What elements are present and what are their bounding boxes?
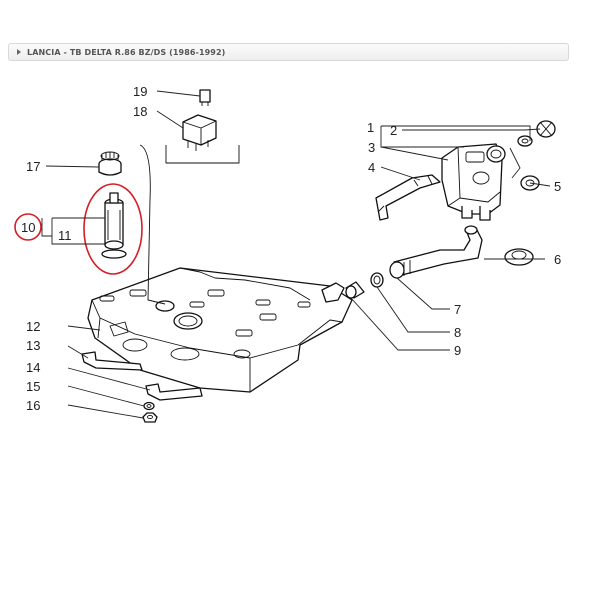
breadcrumb-title[interactable]: LANCIA - TB DELTA R.86 BZ/DS (1986-1992) (27, 47, 226, 57)
callout-19[interactable]: 19 (133, 84, 147, 99)
callout-5[interactable]: 5 (554, 179, 561, 194)
callout-4[interactable]: 4 (368, 160, 375, 175)
callout-18[interactable]: 18 (133, 104, 147, 119)
fuel-tank[interactable] (87, 267, 353, 393)
callout-2[interactable]: 2 (390, 123, 397, 138)
breadcrumb: LANCIA - TB DELTA R.86 BZ/DS (1986-1992) (8, 43, 569, 61)
callout-12[interactable]: 12 (26, 319, 40, 334)
fuel-pump-11[interactable] (101, 192, 127, 259)
nut-16[interactable] (142, 412, 158, 423)
callout-9[interactable]: 9 (454, 343, 461, 358)
grommet-6[interactable] (504, 248, 534, 266)
filler-hose-7[interactable] (389, 225, 483, 279)
pump-ring-nut-17[interactable] (98, 151, 122, 176)
callout-10[interactable]: 10 (21, 220, 35, 235)
leader-lines (41, 90, 551, 419)
hose-clamp-8[interactable] (370, 272, 384, 288)
callout-1[interactable]: 1 (367, 120, 374, 135)
callout-3[interactable]: 3 (368, 140, 375, 155)
callout-11[interactable]: 11 (58, 228, 72, 243)
highlight-circle-callout-10 (14, 213, 42, 241)
washer-15[interactable] (143, 401, 155, 411)
callout-13[interactable]: 13 (26, 338, 40, 353)
callout-8[interactable]: 8 (454, 325, 461, 340)
fuse-19[interactable] (199, 89, 211, 106)
tank-strap-14[interactable] (145, 383, 203, 401)
connector-hose-9[interactable] (345, 281, 365, 299)
callout-15[interactable]: 15 (26, 379, 40, 394)
filler-neck-assembly-3[interactable] (441, 143, 506, 221)
callout-17[interactable]: 17 (26, 159, 40, 174)
callout-7[interactable]: 7 (454, 302, 461, 317)
fuel-pump-relay-18[interactable] (182, 114, 217, 151)
callout-6[interactable]: 6 (554, 252, 561, 267)
bracket-4[interactable] (375, 174, 441, 221)
callout-14[interactable]: 14 (26, 360, 40, 375)
pump-wiring (139, 144, 166, 305)
highlight-circle-pump (83, 183, 143, 275)
tank-strap-13[interactable] (81, 351, 143, 371)
triangle-right-icon (17, 49, 21, 55)
relay-bracket (165, 145, 240, 164)
callout-16[interactable]: 16 (26, 398, 40, 413)
filler-cap-2[interactable] (517, 120, 556, 147)
